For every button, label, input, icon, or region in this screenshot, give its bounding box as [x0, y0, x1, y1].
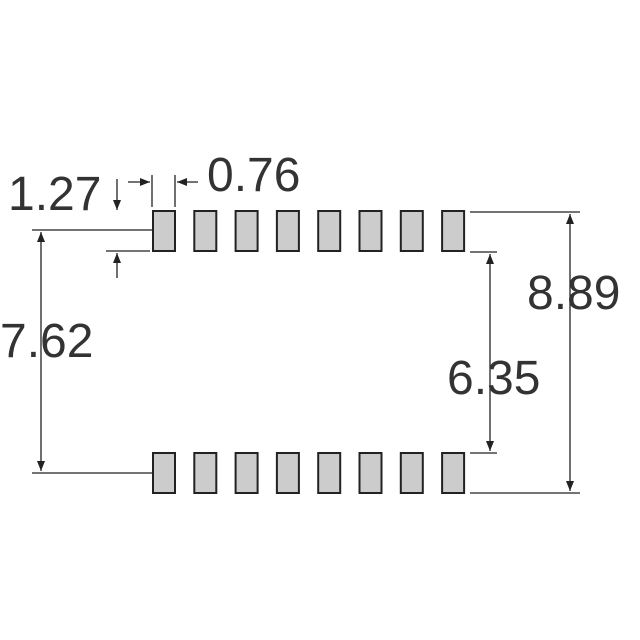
- top-pad-row: [152, 210, 466, 252]
- bottom-pad: [317, 452, 342, 494]
- pad-width-label: 0.76: [207, 149, 301, 202]
- top-pad: [441, 210, 466, 252]
- pitch-label: 1.27: [8, 168, 102, 221]
- bottom-pad-row: [152, 452, 466, 494]
- top-pad: [193, 210, 218, 252]
- bottom-pad: [152, 452, 176, 494]
- top-pad: [317, 210, 342, 252]
- extension-lines: [32, 175, 580, 494]
- top-pad: [399, 210, 424, 252]
- top-pad: [275, 210, 300, 252]
- outer-length-label: 8.89: [527, 267, 621, 320]
- bottom-pad: [234, 452, 259, 494]
- inner-gap-label: 6.35: [447, 352, 541, 405]
- top-pad: [234, 210, 259, 252]
- bottom-pad: [275, 452, 300, 494]
- bottom-pad: [193, 452, 218, 494]
- bottom-pad: [358, 452, 383, 494]
- top-pad: [152, 210, 176, 252]
- bottom-pad: [399, 452, 424, 494]
- dimension-lines: [37, 178, 574, 491]
- bottom-pad: [441, 452, 466, 494]
- row-spacing-label: 7.62: [0, 315, 94, 368]
- top-pad: [358, 210, 383, 252]
